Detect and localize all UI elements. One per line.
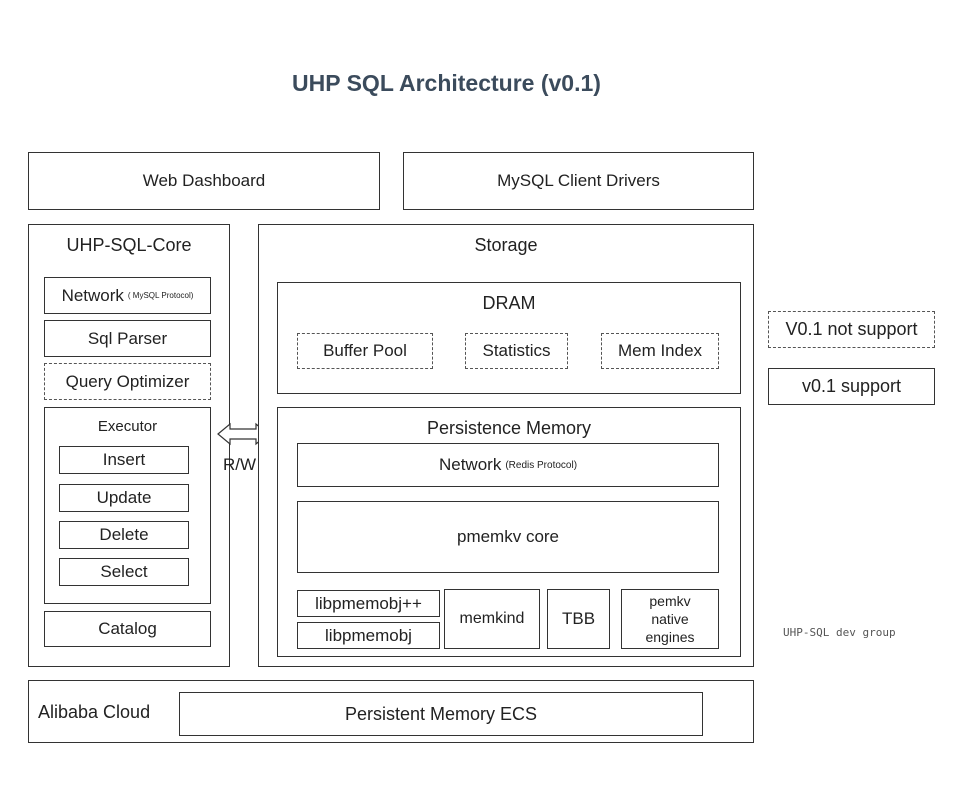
persistent-memory-ecs-box: Persistent Memory ECS (179, 692, 703, 736)
sql-parser-box: Sql Parser (44, 320, 211, 357)
core-network-box: Network ( MySQL Protocol) (44, 277, 211, 314)
pmem-network-label: Network (438, 455, 502, 474)
rw-label: R/W (223, 455, 257, 474)
executor-delete-box: Delete (59, 521, 189, 549)
native-engines-line-2: native (651, 611, 689, 627)
web-dashboard-box: Web Dashboard (28, 152, 380, 210)
libpmemobj-box: libpmemobj (297, 622, 440, 649)
core-network-label: Network (61, 285, 124, 305)
tbb-box: TBB (547, 589, 610, 649)
mem-index-box: Mem Index (601, 333, 719, 369)
memkind-box: memkind (444, 589, 540, 649)
legend-not-supported: V0.1 not support (768, 311, 935, 348)
storage-title: Storage (474, 235, 538, 255)
buffer-pool-box: Buffer Pool (297, 333, 433, 369)
legend-supported: v0.1 support (768, 368, 935, 405)
libpmemobjpp-box: libpmemobj++ (297, 590, 440, 617)
alibaba-cloud-label: Alibaba Cloud (38, 702, 151, 722)
mysql-client-drivers-box: MySQL Client Drivers (403, 152, 754, 210)
dram-title: DRAM (482, 293, 536, 313)
native-engines-line-1: pemkv (649, 593, 691, 609)
executor-title: Executor (97, 418, 158, 435)
executor-update-box: Update (59, 484, 189, 512)
statistics-box: Statistics (465, 333, 568, 369)
pemkv-native-engines-box: pemkv native engines (621, 589, 719, 649)
pmemkv-core-box: pmemkv core (297, 501, 719, 573)
core-title: UHP-SQL-Core (66, 235, 192, 255)
native-engines-line-3: engines (645, 629, 695, 645)
pmem-network-box: Network (Redis Protocol) (297, 443, 719, 487)
pmem-network-protocol: (Redis Protocol) (505, 459, 578, 471)
core-network-protocol: ( MySQL Protocol) (127, 291, 194, 300)
query-optimizer-box: Query Optimizer (44, 363, 211, 400)
executor-select-box: Select (59, 558, 189, 586)
executor-insert-box: Insert (59, 446, 189, 474)
diagram-title: UHP SQL Architecture (v0.1) (292, 70, 601, 96)
persistence-memory-title: Persistence Memory (426, 418, 592, 438)
catalog-box: Catalog (44, 611, 211, 647)
credit-note: UHP-SQL dev group (783, 626, 896, 639)
